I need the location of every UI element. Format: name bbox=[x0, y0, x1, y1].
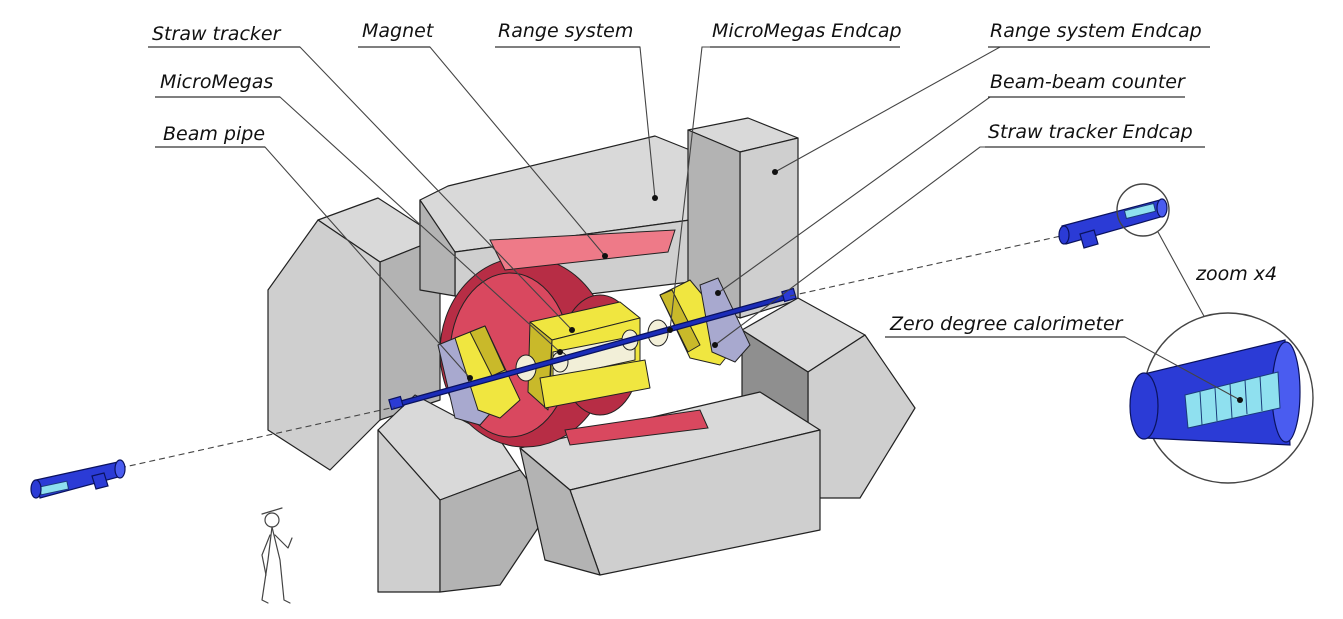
label-beam-pipe: Beam pipe bbox=[163, 123, 265, 145]
label-micromegas: MicroMegas bbox=[160, 71, 273, 93]
label-zoom: zoom x4 bbox=[1195, 263, 1277, 285]
label-zero-degree-calorimeter: Zero degree calorimeter bbox=[889, 313, 1124, 335]
label-straw-tracker-endcap: Straw tracker Endcap bbox=[988, 121, 1193, 143]
labels: Straw tracker Magnet Range system MicroM… bbox=[152, 20, 1277, 335]
beam-axis-left bbox=[119, 406, 396, 469]
label-beam-beam-counter: Beam-beam counter bbox=[990, 71, 1186, 93]
human-scale-figure bbox=[261, 507, 293, 604]
straw-tracker bbox=[527, 301, 651, 411]
label-range-system: Range system bbox=[498, 20, 633, 42]
zdc-right bbox=[1058, 198, 1168, 249]
label-underlines bbox=[148, 46, 1210, 338]
beam-axis-right bbox=[789, 233, 1071, 297]
label-range-system-endcap: Range system Endcap bbox=[990, 20, 1202, 42]
label-straw-tracker: Straw tracker bbox=[152, 23, 282, 45]
label-magnet: Magnet bbox=[362, 20, 435, 42]
zoom-connector bbox=[1157, 231, 1206, 319]
label-micromegas-endcap: MicroMegas Endcap bbox=[712, 20, 902, 42]
beam-pipe bbox=[388, 287, 797, 411]
zdc-left bbox=[30, 459, 126, 499]
zoom-source-circle bbox=[1116, 183, 1170, 237]
zoom-circle bbox=[1129, 312, 1314, 484]
